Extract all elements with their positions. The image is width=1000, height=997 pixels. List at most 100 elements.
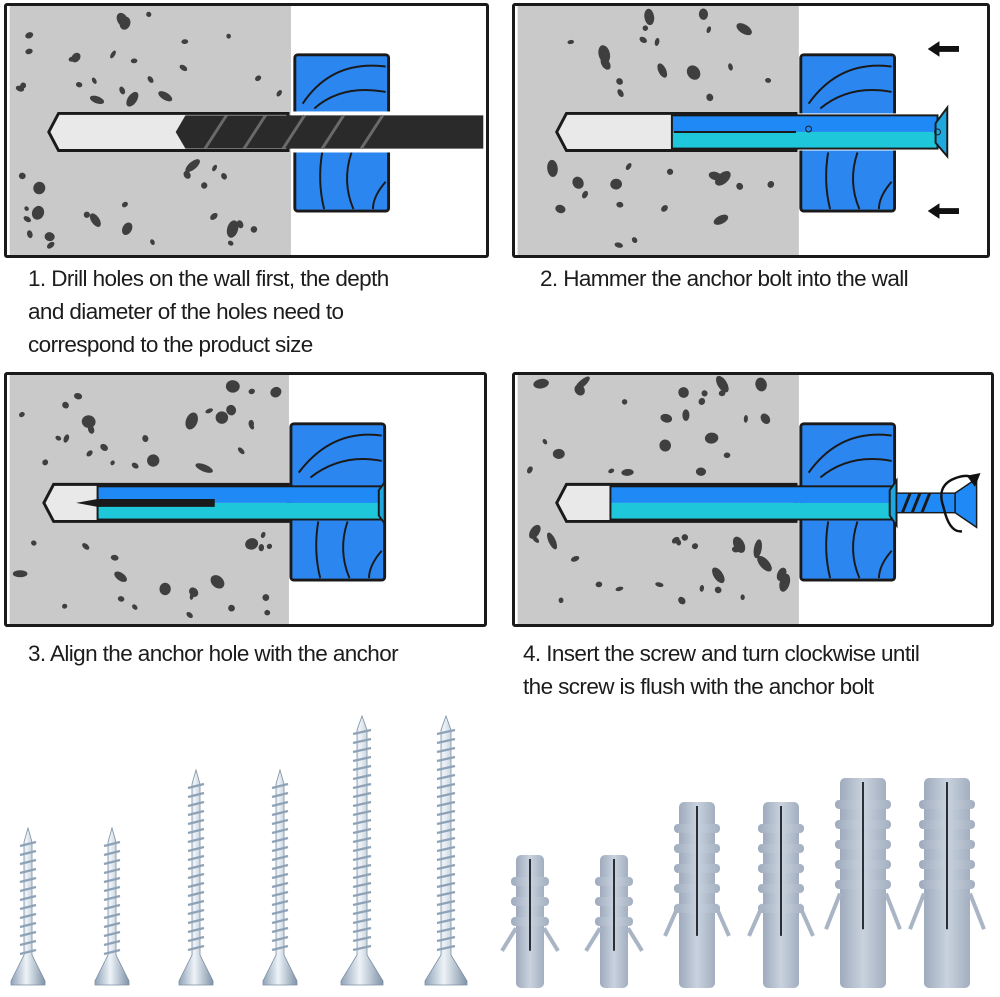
- aggregate-spot: [698, 397, 706, 406]
- screw: [94, 826, 130, 986]
- thread: [436, 863, 456, 871]
- thread: [436, 917, 456, 925]
- aggregate-spot: [131, 462, 139, 469]
- aggregate-spot: [119, 86, 126, 95]
- aggregate-spot: [608, 468, 615, 474]
- aggregate-spot: [82, 543, 90, 550]
- thread: [271, 863, 289, 871]
- aggregate-spot: [736, 182, 744, 190]
- thread: [103, 840, 121, 848]
- aggregate-spot: [55, 435, 62, 441]
- aggregate-spot: [130, 58, 138, 64]
- anchor-bolt: [670, 104, 949, 160]
- thread: [19, 948, 37, 956]
- thread: [103, 858, 121, 866]
- aggregate-spot: [215, 411, 229, 424]
- aggregate-spot: [117, 596, 125, 602]
- thread: [187, 944, 205, 952]
- concrete-aggregate-spots: [15, 11, 282, 249]
- thread: [271, 854, 289, 862]
- thread: [436, 845, 456, 853]
- aggregate-spot: [86, 450, 93, 457]
- thread: [271, 944, 289, 952]
- concrete-aggregate-spots: [12, 380, 282, 619]
- concrete-aggregate-spots: [547, 8, 775, 248]
- caption-line: 2. Hammer the anchor bolt into the wall: [540, 266, 909, 291]
- aggregate-spot: [236, 220, 244, 229]
- caption-line: correspond to the product size: [28, 332, 313, 357]
- aggregate-spot: [110, 460, 115, 466]
- aggregate-spot: [33, 181, 46, 195]
- caption-line: and diameter of the holes need to: [28, 299, 344, 324]
- aggregate-spot: [625, 163, 632, 171]
- aggregate-spot: [533, 378, 549, 389]
- thread: [352, 791, 372, 799]
- anchor-bolt: [76, 479, 386, 527]
- aggregate-spot: [42, 459, 49, 466]
- aggregate-spot: [708, 171, 722, 181]
- thread: [271, 782, 289, 790]
- aggregate-spot: [704, 432, 719, 444]
- aggregate-spot: [142, 435, 149, 443]
- plastic-anchor: [908, 778, 986, 988]
- thread: [19, 939, 37, 947]
- thread: [187, 935, 205, 943]
- hammer-anchor-diagram: [517, 6, 959, 255]
- thread: [187, 836, 205, 844]
- aggregate-spot: [19, 411, 25, 418]
- aggregate-spot: [258, 544, 265, 552]
- thread: [352, 845, 372, 853]
- anchor-bolt: [609, 477, 898, 529]
- thread: [103, 939, 121, 947]
- thread: [187, 782, 205, 790]
- aggregate-spot: [24, 206, 29, 211]
- aggregate-spot: [552, 448, 565, 459]
- thread: [187, 854, 205, 862]
- aggregate-spot: [255, 75, 262, 82]
- product-lineup: [0, 710, 1000, 992]
- thread: [352, 800, 372, 808]
- aggregate-spot: [779, 573, 791, 592]
- aggregate-spot: [529, 524, 541, 539]
- thread: [436, 827, 456, 835]
- thread: [187, 872, 205, 880]
- thread: [19, 885, 37, 893]
- thread: [436, 944, 456, 952]
- aggregate-spot: [226, 220, 239, 238]
- aggregate-spot: [221, 173, 227, 180]
- screw: [424, 714, 468, 986]
- aggregate-spot: [147, 454, 160, 467]
- step-4-illustration: [512, 372, 994, 627]
- thread: [103, 849, 121, 857]
- thread: [271, 881, 289, 889]
- rotate-clockwise-icon: [940, 472, 981, 533]
- aggregate-spot: [753, 539, 762, 559]
- thread: [103, 912, 121, 920]
- thread: [352, 872, 372, 880]
- thread: [436, 791, 456, 799]
- thread: [436, 764, 456, 772]
- thread: [19, 930, 37, 938]
- aggregate-spot: [655, 582, 664, 588]
- aggregate-spot: [266, 543, 273, 549]
- aggregate-spot: [201, 182, 208, 189]
- aggregate-spot: [743, 414, 748, 423]
- plastic-anchor: [747, 802, 815, 988]
- thread: [103, 885, 121, 893]
- aggregate-spot: [631, 237, 638, 244]
- aggregate-spot: [226, 33, 231, 39]
- step-2-illustration: [512, 3, 990, 258]
- aggregate-spot: [616, 201, 624, 208]
- screw: [340, 714, 384, 986]
- thread: [436, 800, 456, 808]
- drill-bit: [175, 114, 484, 150]
- thread: [271, 791, 289, 799]
- aggregate-spot: [644, 8, 655, 26]
- aggregate-spot: [706, 93, 714, 102]
- screws-and-anchors: [10, 714, 986, 988]
- aggregate-spot: [686, 65, 701, 80]
- caption-line: 4. Insert the screw and turn clockwise u…: [523, 641, 920, 666]
- aggregate-spot: [614, 242, 623, 248]
- thread: [103, 903, 121, 911]
- aggregate-spot: [718, 390, 726, 397]
